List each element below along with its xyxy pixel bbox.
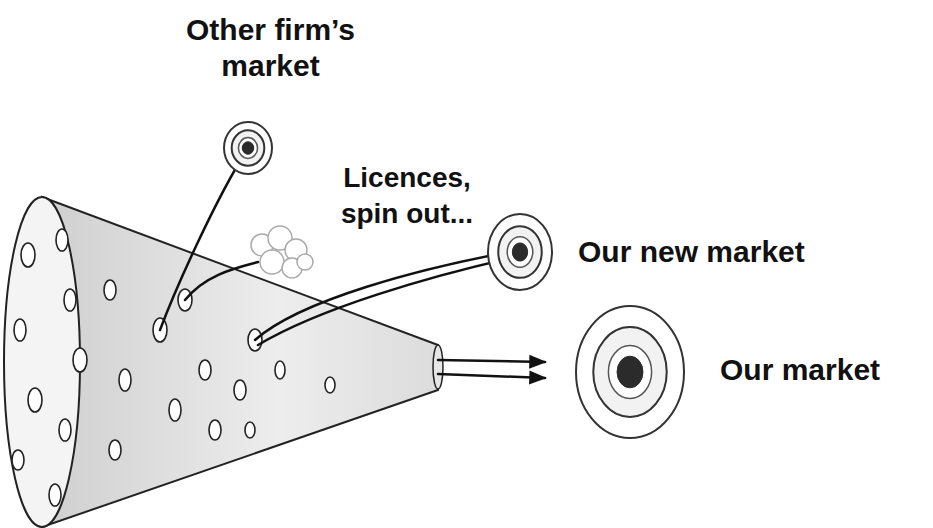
flow-line [258,256,520,345]
funnel-hole [73,348,87,372]
funnel-hole [209,420,221,440]
funnel-hole [21,243,35,267]
target-ring [617,356,643,388]
target-ring [507,237,533,267]
annotation-label: Licences, spin out... [318,160,496,232]
funnel-hole [14,319,26,341]
funnel-hole [325,377,335,393]
funnel-hole [64,289,76,311]
target-ring [576,306,684,438]
target-ring [608,346,651,399]
funnel-hole [199,360,211,380]
funnel-hole [119,369,131,391]
funnel-hole [234,380,246,400]
idea-cloud [260,250,284,274]
market-label: Our new market [578,234,828,270]
target-ring [242,142,254,154]
target-node: Our market [570,300,930,450]
idea-cloud [297,254,313,270]
target-ring [238,138,257,159]
flow-arrow [438,374,545,378]
funnel-hole [56,229,68,251]
funnel-hole [169,399,181,421]
funnel-mouth [4,197,80,527]
flow-arrow [438,360,545,362]
market-label: Our market [720,352,930,388]
market-label: Other firm’s market [158,12,383,84]
funnel-body [42,197,438,527]
funnel-hole [109,440,121,460]
funnel-hole [59,419,71,441]
flow-line [185,262,258,300]
funnel-outlet [433,345,443,389]
target-ring [498,226,542,278]
funnel-hole [104,280,116,300]
target-ring [488,214,552,290]
funnel-hole [12,450,24,470]
target-ring [232,130,265,165]
funnel-hole [28,388,42,412]
funnel-hole [49,484,61,506]
target-ring [512,243,527,261]
funnel-hole [245,422,255,438]
target-ring [593,327,666,417]
target-node: Our new market [478,208,833,298]
funnel-hole [275,361,285,379]
target-node: Other firm’s market [150,4,400,184]
target-ring [224,122,272,174]
flow-line [160,148,248,330]
